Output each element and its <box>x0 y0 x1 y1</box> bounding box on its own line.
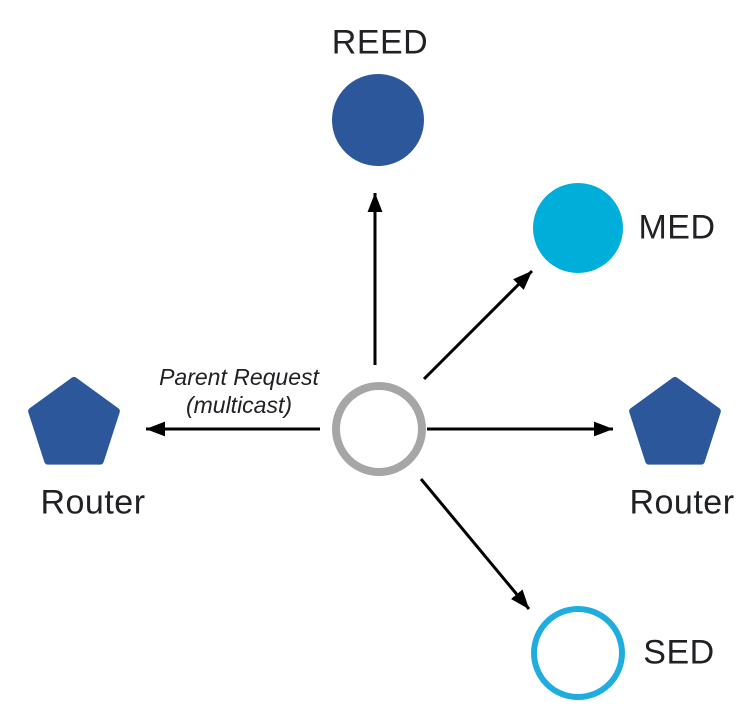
med-node-circle-icon <box>533 183 623 273</box>
router-right-pentagon-icon <box>629 377 721 465</box>
med-node-label: MED <box>638 208 716 247</box>
parent-request-annotation-line1: Parent Request <box>159 364 319 390</box>
router-left-node-label: Router <box>40 483 146 522</box>
arrow-to-med <box>422 269 534 381</box>
sed-node-label: SED <box>643 633 715 672</box>
center-node-circle-icon <box>332 382 426 476</box>
router-right-node-label: Router <box>629 483 735 522</box>
sed-node-circle-icon <box>531 606 625 700</box>
reed-node-label: REED <box>331 23 429 62</box>
arrow-to-sed <box>419 478 531 610</box>
router-left-pentagon-icon <box>28 377 120 465</box>
reed-node-circle-icon <box>332 74 424 166</box>
parent-request-annotation: Parent Request (multicast) <box>159 363 319 419</box>
parent-request-annotation-line2: (multicast) <box>185 392 293 418</box>
